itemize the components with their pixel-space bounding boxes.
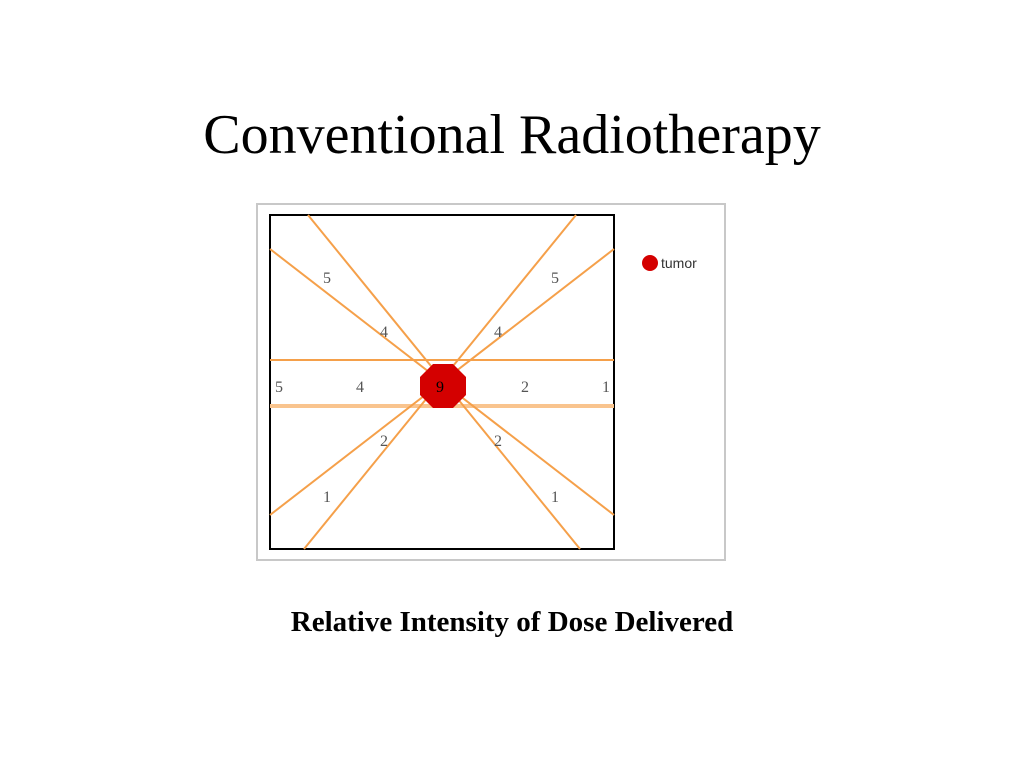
dose-diagram: 9 5 4 5 4 5 4 2 1 2 1 2 1 tumor <box>256 203 726 561</box>
dose-label-horizontal-left-inner: 4 <box>356 379 364 396</box>
dose-label-upper-left-outer: 5 <box>323 270 331 287</box>
dose-label-lower-left-inner: 2 <box>380 433 388 450</box>
legend-tumor-marker <box>642 255 658 271</box>
dose-label-upper-right-outer: 5 <box>551 270 559 287</box>
dose-label-lower-left-outer: 1 <box>323 489 331 506</box>
tumor <box>420 364 466 408</box>
dose-label-upper-left-inner: 4 <box>380 324 388 341</box>
dose-label-upper-right-inner: 4 <box>494 324 502 341</box>
tumor-dose-label: 9 <box>436 379 444 396</box>
figure-caption: Relative Intensity of Dose Delivered <box>290 606 734 638</box>
slide-title: Conventional Radiotherapy <box>203 104 821 166</box>
dose-label-horizontal-right-inner: 2 <box>521 379 529 396</box>
dose-label-horizontal-left-outer: 5 <box>275 379 283 396</box>
dose-label-lower-right-inner: 2 <box>494 433 502 450</box>
dose-label-horizontal-right-outer: 1 <box>602 379 610 396</box>
dose-label-lower-right-outer: 1 <box>551 489 559 506</box>
legend-tumor-label: tumor <box>661 255 697 271</box>
